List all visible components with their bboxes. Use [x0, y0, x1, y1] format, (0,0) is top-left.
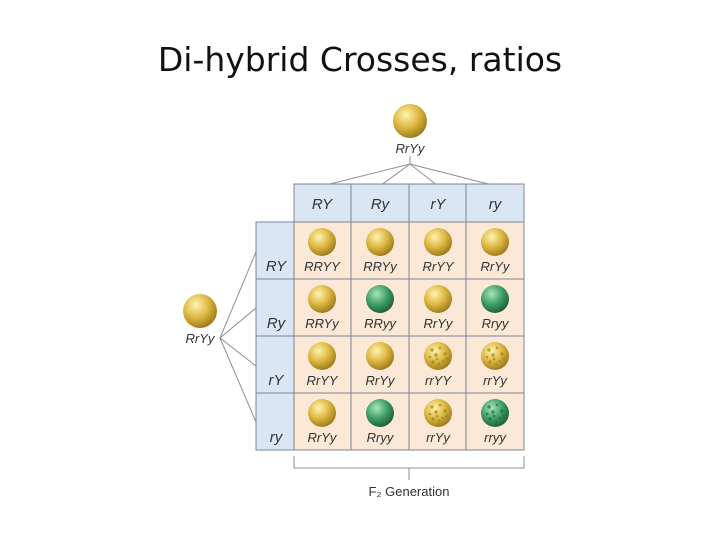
yellow-wrinkled-seed-icon: [481, 342, 509, 370]
offspring-genotype: rrYy: [483, 373, 508, 388]
yellow-round-seed-icon: [366, 228, 394, 256]
wrinkle-texture: [428, 346, 449, 366]
offspring-genotype: rrYY: [425, 373, 452, 388]
offspring-genotype: RrYy: [481, 259, 511, 274]
row-gamete-4: ry: [270, 429, 284, 446]
left-parent-connectors: [219, 251, 257, 423]
grid-lines: [256, 184, 524, 450]
offspring-genotype: Rryy: [482, 316, 510, 331]
f2-generation-label: F₂ Generation: [369, 484, 450, 499]
wrinkle-texture: [428, 403, 449, 423]
wrinkle-texture: [485, 346, 506, 366]
f2-bracket: [293, 456, 525, 480]
offspring-genotype: RRYy: [305, 316, 340, 331]
top-parent-connectors: [321, 156, 497, 187]
offspring-genotype: RrYY: [306, 373, 338, 388]
green-wrinkled-seed-icon: [481, 399, 509, 427]
offspring-genotype: RrYy: [308, 430, 338, 445]
offspring-genotype: RrYy: [424, 316, 454, 331]
yellow-round-seed-icon: [481, 228, 509, 256]
left-parent-seed-icon: [183, 294, 217, 328]
column-gamete-4: ry: [489, 196, 503, 213]
yellow-wrinkled-seed-icon: [424, 342, 452, 370]
yellow-round-seed-icon: [308, 285, 336, 313]
row-gamete-2: Ry: [267, 315, 287, 332]
offspring-genotype: rrYy: [426, 430, 451, 445]
yellow-round-seed-icon: [424, 228, 452, 256]
offspring-genotype: RrYy: [366, 373, 396, 388]
left-parent-genotype: RrYy: [186, 331, 216, 346]
offspring-genotype: RRYy: [363, 259, 398, 274]
row-gamete-3: rY: [269, 372, 285, 389]
column-gamete-1: RY: [312, 196, 333, 213]
top-parent-genotype: RrYy: [396, 141, 426, 156]
yellow-round-seed-icon: [366, 342, 394, 370]
offspring-genotype: RrYY: [422, 259, 454, 274]
green-round-seed-icon: [366, 285, 394, 313]
offspring-genotype: RRyy: [364, 316, 397, 331]
top-parent-seed-icon: [393, 104, 427, 138]
yellow-round-seed-icon: [308, 342, 336, 370]
row-gamete-1: RY: [266, 258, 287, 275]
offspring-genotype: rryy: [484, 430, 507, 445]
offspring-genotype: RRYY: [304, 259, 341, 274]
slide-title: Di-hybrid Crosses, ratios: [157, 40, 563, 79]
yellow-round-seed-icon: [424, 285, 452, 313]
column-gamete-3: rY: [431, 196, 447, 213]
green-round-seed-icon: [481, 285, 509, 313]
column-gamete-2: Ry: [371, 196, 391, 213]
green-round-seed-icon: [366, 399, 394, 427]
yellow-round-seed-icon: [308, 228, 336, 256]
wrinkle-texture: [485, 403, 506, 423]
offspring-genotype: Rryy: [367, 430, 395, 445]
yellow-wrinkled-seed-icon: [424, 399, 452, 427]
yellow-round-seed-icon: [308, 399, 336, 427]
